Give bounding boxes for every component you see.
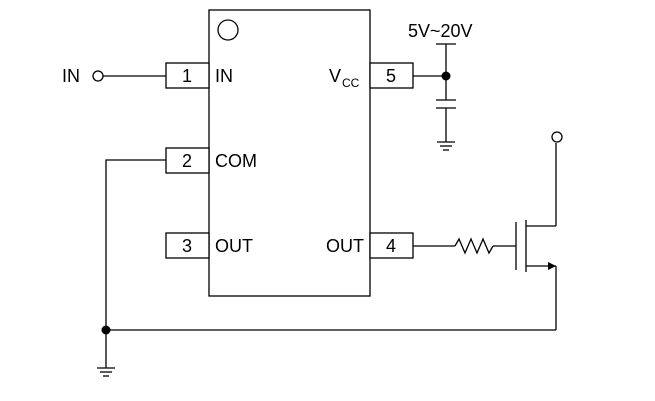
mosfet xyxy=(515,220,556,272)
pin-5-name: V xyxy=(329,66,341,86)
pin-1-number: 1 xyxy=(182,66,192,86)
pin-4-name: OUT xyxy=(326,236,364,256)
pin-3-number: 3 xyxy=(182,236,192,256)
pin1-orientation-mark xyxy=(217,19,239,41)
output-terminal xyxy=(551,131,563,143)
ground-symbol-left xyxy=(97,367,115,377)
supply-voltage-label: 5V~20V xyxy=(408,21,473,41)
pin-2-name: COM xyxy=(215,151,257,171)
ic-body xyxy=(208,9,371,297)
pin-3-box xyxy=(165,232,210,259)
pin-4-number: 4 xyxy=(386,236,396,256)
bypass-capacitor xyxy=(436,99,456,109)
input-terminal xyxy=(92,70,104,82)
ground-symbol-right xyxy=(437,141,455,151)
pin-3-name: OUT xyxy=(215,236,253,256)
com-wire xyxy=(105,159,166,330)
pin-4-box xyxy=(369,232,414,259)
pin-5-name-subscript: CC xyxy=(342,76,360,90)
pin-1-box xyxy=(165,62,210,89)
pin-5-box xyxy=(369,62,414,89)
pin-2-box xyxy=(165,147,210,174)
pin-5-number: 5 xyxy=(386,66,396,86)
pin-1-name: IN xyxy=(215,66,233,86)
pin-2-number: 2 xyxy=(182,151,192,171)
gate-resistor xyxy=(454,237,494,255)
input-label: IN xyxy=(62,66,80,86)
